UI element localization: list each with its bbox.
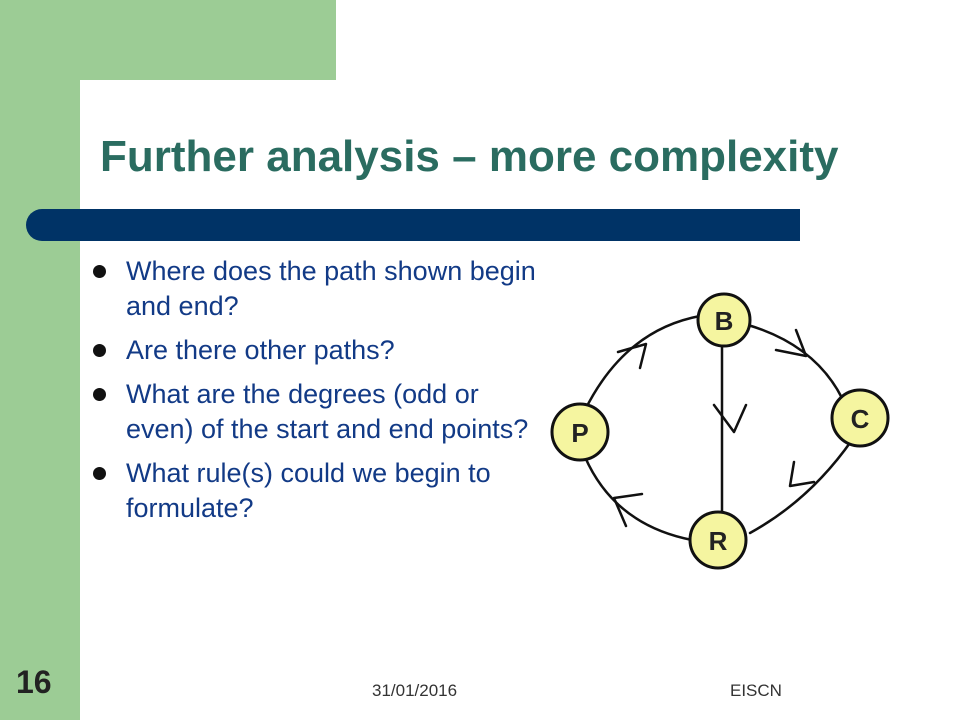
svg-text:R: R [709, 526, 728, 556]
svg-text:C: C [851, 404, 870, 434]
title-underline-bar [26, 209, 800, 241]
slide-title: Further analysis – more complexity [100, 132, 839, 181]
edge-b-c [746, 323, 844, 400]
bullet-item: What are the degrees (odd or even) of th… [90, 377, 540, 447]
bullet-item: Where does the path shown begin and end? [90, 254, 540, 324]
bullet-dot-icon [93, 344, 106, 357]
bullet-text: Are there other paths? [126, 335, 395, 365]
path-graph-diagram: B C P R [550, 292, 890, 570]
bullet-dot-icon [93, 265, 106, 278]
bullet-dot-icon [93, 467, 106, 480]
bullet-item: Are there other paths? [90, 333, 540, 368]
arrow-b-r-icon [712, 403, 748, 434]
bullet-list: Where does the path shown begin and end?… [90, 254, 540, 535]
top-accent-strip [0, 0, 336, 80]
bullet-text: What rule(s) could we begin to formulate… [126, 458, 491, 523]
edge-r-p [583, 455, 694, 542]
svg-text:B: B [715, 306, 734, 336]
arrow-r-p-icon [612, 492, 644, 528]
bullet-item: What rule(s) could we begin to formulate… [90, 456, 540, 526]
graph-node-c: C [830, 388, 890, 448]
slide-number: 16 [16, 664, 52, 700]
graph-node-r: R [688, 510, 748, 570]
svg-text:P: P [571, 418, 588, 448]
slide-content-panel [80, 80, 960, 720]
edge-c-r [748, 438, 854, 535]
bullet-dot-icon [93, 388, 106, 401]
arrow-c-r-icon [788, 460, 816, 488]
arrow-p-b-icon [616, 342, 648, 370]
left-accent-strip [0, 0, 80, 720]
footer-organization: EISCN [730, 681, 782, 700]
graph-node-p: P [550, 402, 610, 462]
bullet-text: What are the degrees (odd or even) of th… [126, 379, 529, 444]
bullet-text: Where does the path shown begin and end? [126, 256, 536, 321]
graph-node-b: B [696, 292, 752, 348]
arrow-b-c-icon [774, 328, 808, 358]
footer-date: 31/01/2016 [372, 681, 458, 700]
